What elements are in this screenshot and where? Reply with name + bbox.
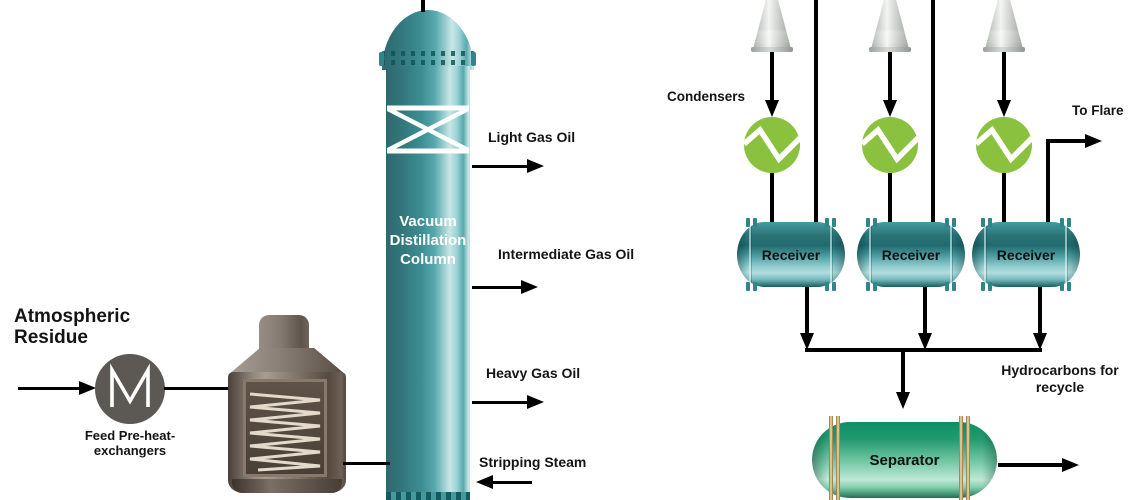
steam-ejector-icon — [871, 0, 909, 49]
hydrocarbons-recycle-label: Hydrocarbons for recycle — [1001, 362, 1119, 395]
flange-nub — [1060, 218, 1064, 227]
heavy-gas-oil-pipe — [472, 400, 528, 404]
x-packing-icon — [387, 105, 469, 154]
feed-arrow — [79, 381, 96, 395]
condenser-outlet-line — [770, 173, 774, 223]
heater-coil-icon — [249, 392, 321, 472]
receiver-label: Receiver — [761, 246, 821, 263]
overhead-pipe-line — [814, 0, 818, 223]
feed-pipe — [18, 386, 80, 390]
receiver-outlet-line — [1038, 287, 1042, 334]
flare-arrow — [1085, 134, 1102, 148]
steam-ejector-icon — [753, 0, 791, 49]
intermediate-gas-oil-label: Intermediate Gas Oil — [498, 246, 635, 262]
intermediate-gas-oil-pipe — [472, 285, 522, 289]
flange-nub — [945, 218, 949, 227]
separator-label: Separator — [869, 451, 940, 469]
condenser-outlet-line — [888, 173, 892, 223]
ejector-outlet-arrow — [997, 100, 1011, 117]
flange-nub — [866, 282, 870, 291]
stripping-steam-arrow — [476, 475, 493, 489]
heavy-gas-oil-label: Heavy Gas Oil — [486, 365, 581, 381]
column-label: Vacuum Distillation Column — [389, 213, 467, 268]
furnace-shoulder — [228, 348, 346, 375]
flange-nub — [945, 282, 949, 291]
ejector-outlet-arrow — [883, 100, 897, 117]
flange-nub — [866, 218, 870, 227]
receiver-outlet-line — [923, 287, 927, 334]
flange-nub — [746, 282, 750, 291]
atmospheric-residue-label: Atmospheric Residue — [14, 306, 131, 348]
condenser-outlet-line — [1002, 173, 1006, 223]
ejector-base — [751, 47, 793, 52]
flange-nub — [746, 218, 750, 227]
separator-band — [829, 416, 840, 500]
receiver-vessel-2: Receiver — [857, 218, 965, 291]
ejector-outlet-line — [1002, 52, 1006, 102]
flange-nub — [1060, 282, 1064, 291]
ejector-outlet-arrow — [765, 100, 779, 117]
receiver-label: Receiver — [996, 246, 1056, 263]
zigzag-condenser-icon — [744, 117, 800, 173]
column-flange-nub — [379, 52, 384, 66]
column-top-stub-line — [421, 0, 425, 12]
receiver-label: Receiver — [881, 246, 941, 263]
flare-riser-line — [1046, 139, 1050, 223]
column-flange-bolts — [381, 60, 475, 65]
separator-band — [959, 416, 970, 500]
preheat-exchanger-label: Feed Pre-heat- exchangers — [84, 428, 176, 458]
collector-header-line — [805, 348, 1042, 352]
column-flange-nub — [471, 52, 476, 66]
ejector-outlet-line — [888, 52, 892, 102]
zigzag-condenser-icon — [862, 117, 918, 173]
flare-pipe — [1046, 139, 1086, 143]
to-flare-label: To Flare — [1072, 103, 1124, 118]
heavy-gas-oil-arrow — [527, 395, 544, 409]
zigzag-condenser-icon — [976, 117, 1032, 173]
overhead-pipe-line — [931, 0, 935, 223]
receiver-outlet-arrow — [918, 333, 932, 350]
flange-nub — [981, 282, 985, 291]
light-gas-oil-label: Light Gas Oil — [488, 129, 576, 145]
m-motor-icon — [95, 354, 165, 424]
light-gas-oil-arrow — [527, 159, 544, 173]
stripping-steam-pipe — [492, 480, 532, 484]
column-body — [386, 66, 470, 493]
condensers-label: Condensers — [667, 89, 746, 104]
furnace-chimney — [259, 315, 309, 350]
ejector-base — [983, 47, 1025, 52]
column-flange-bolts — [381, 51, 475, 56]
recycle-arrow — [1062, 457, 1079, 472]
separator-feed-arrow — [896, 392, 910, 409]
flange-nub — [825, 218, 829, 227]
flange-nub — [825, 282, 829, 291]
receiver-vessel-1: Receiver — [737, 218, 845, 291]
receiver-outlet-arrow — [1033, 333, 1047, 350]
stripping-steam-label: Stripping Steam — [479, 454, 587, 470]
intermediate-gas-oil-arrow — [521, 280, 538, 294]
ejector-outlet-line — [770, 52, 774, 102]
receiver-outlet-arrow — [800, 333, 814, 350]
flange-nub — [981, 218, 985, 227]
receiver-vessel-3: Receiver — [972, 218, 1080, 291]
steam-ejector-icon — [985, 0, 1023, 49]
ejector-base — [869, 47, 911, 52]
furnace-base — [232, 479, 342, 493]
recycle-pipe — [998, 463, 1063, 467]
exchanger-to-furnace-pipe — [164, 386, 230, 390]
furnace-to-column-pipe — [343, 461, 390, 465]
receiver-outlet-line — [805, 287, 809, 334]
column-bottom-flange — [386, 492, 470, 500]
separator-feed-line — [901, 350, 905, 393]
light-gas-oil-pipe — [472, 164, 528, 168]
